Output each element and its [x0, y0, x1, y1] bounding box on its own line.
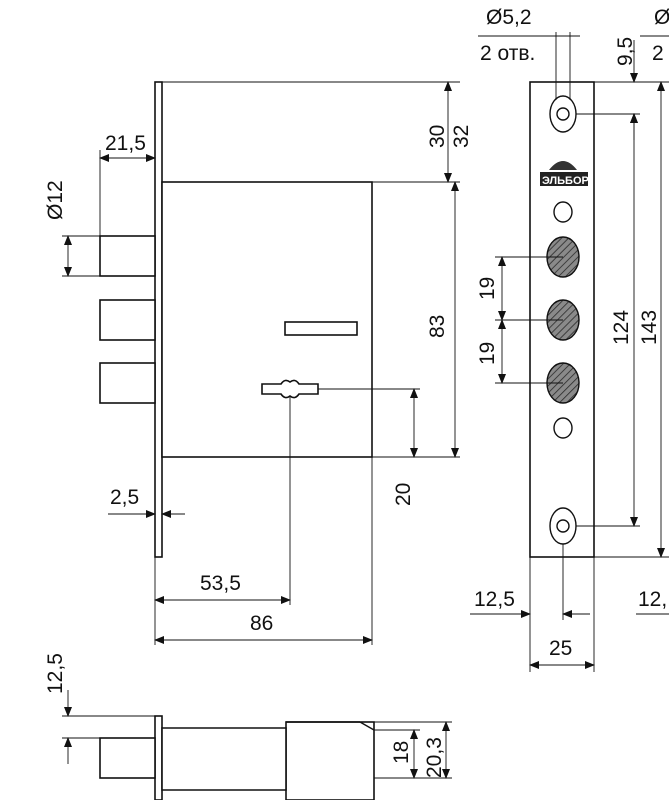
body-bottom	[285, 721, 375, 800]
faceplate-side	[154, 81, 163, 558]
brand-logo: ЭЛЬБОР	[540, 161, 589, 187]
bolt-2	[99, 299, 156, 341]
dim-20-3: 20,3	[423, 737, 446, 778]
dim-30: 30	[426, 125, 449, 148]
dim-holes-count: 2 отв.	[480, 42, 535, 65]
dim-32: 32	[450, 125, 473, 148]
bolt-1	[99, 235, 156, 277]
dim-d12: Ø12	[44, 180, 67, 220]
dim-83: 83	[426, 315, 449, 338]
keyhole	[261, 379, 319, 399]
dim-cut-d: Ø	[654, 6, 669, 29]
dim-9-5: 9,5	[614, 37, 637, 66]
dim-19-lower: 19	[476, 342, 499, 365]
dim-21-5: 21,5	[105, 132, 146, 155]
dim-86: 86	[250, 612, 273, 635]
lock-bottom-view: 12,5 18 20,3	[44, 653, 452, 800]
lock-body	[161, 181, 373, 458]
dim-143: 143	[638, 310, 661, 345]
faceplate-front-view: ЭЛЬБОР Ø5,2 2 отв. Ø 2 9,5 124 143	[470, 6, 669, 672]
dim-2-5: 2,5	[110, 486, 139, 509]
dim-12-5-front: 12,5	[474, 588, 515, 611]
dim-18: 18	[390, 741, 413, 764]
lock-side-view: 21,5 Ø12 30 32 83 20 2,5 53,5 86	[44, 81, 473, 645]
latch-hole-bottom	[553, 417, 573, 439]
dim-d5-2: Ø5,2	[486, 6, 532, 29]
dim-cut-2: 2	[652, 42, 664, 65]
dim-124: 124	[610, 310, 633, 345]
bolt-bottom	[99, 737, 156, 779]
spindle-slot	[284, 321, 358, 336]
dim-12-5-bottom: 12,5	[44, 653, 67, 694]
bolt-3	[99, 362, 156, 404]
dim-20: 20	[392, 483, 415, 506]
dim-25: 25	[549, 637, 572, 660]
dim-19-upper: 19	[476, 277, 499, 300]
faceplate-bottom	[154, 715, 163, 800]
logo-text: ЭЛЬБОР	[542, 175, 589, 187]
latch-hole-top	[553, 201, 573, 223]
dim-12-cut: 12,	[638, 588, 667, 611]
dim-53-5: 53,5	[200, 572, 241, 595]
